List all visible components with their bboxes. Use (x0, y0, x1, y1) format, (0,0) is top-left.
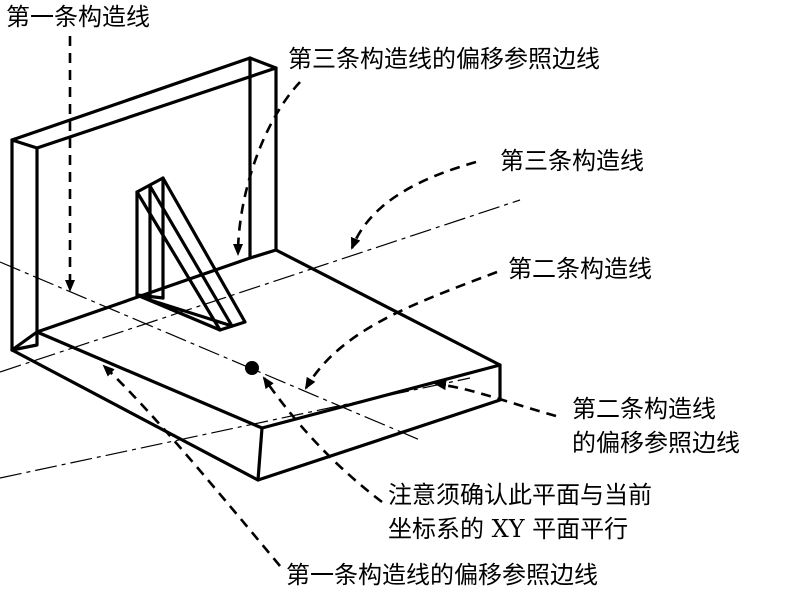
arrow-second-line (304, 270, 498, 390)
bracket-solid (10, 56, 502, 482)
label-second-line: 第二条构造线 (508, 255, 652, 283)
label-first-offset-ref: 第一条构造线的偏移参照边线 (286, 561, 598, 589)
base-left-edge (10, 330, 39, 352)
base-front-top (256, 426, 264, 482)
arrow-note (262, 376, 383, 504)
label-third-line: 第三条构造线 (500, 147, 644, 175)
rib-diagonal-3 (135, 293, 165, 300)
plane-marker-dot (245, 361, 259, 375)
rib-outline (135, 176, 247, 332)
leader-arrows (65, 36, 557, 567)
construction-line-2 (0, 199, 521, 373)
rib-inner-1 (148, 184, 234, 328)
label-third-offset-ref: 第三条构造线的偏移参照边线 (288, 45, 600, 73)
wall-front-face (10, 138, 39, 352)
label-second-offset-ref-1: 第二条构造线 (572, 395, 716, 423)
arrow-third-line (350, 160, 477, 250)
arrow-third-offset-ref (233, 81, 301, 256)
arrow-first-offset-ref (102, 364, 281, 567)
arrow-second-offset-ref (434, 380, 557, 418)
label-note-2: 坐标系的 XY 平面平行 (388, 515, 629, 543)
label-second-offset-ref-2: 的偏移参照边线 (572, 429, 740, 457)
label-note-1: 注意须确认此平面与当前 (388, 481, 652, 509)
label-first-line: 第一条构造线 (6, 3, 150, 31)
base-front-face (10, 348, 502, 482)
wall-top-edge (10, 56, 278, 150)
